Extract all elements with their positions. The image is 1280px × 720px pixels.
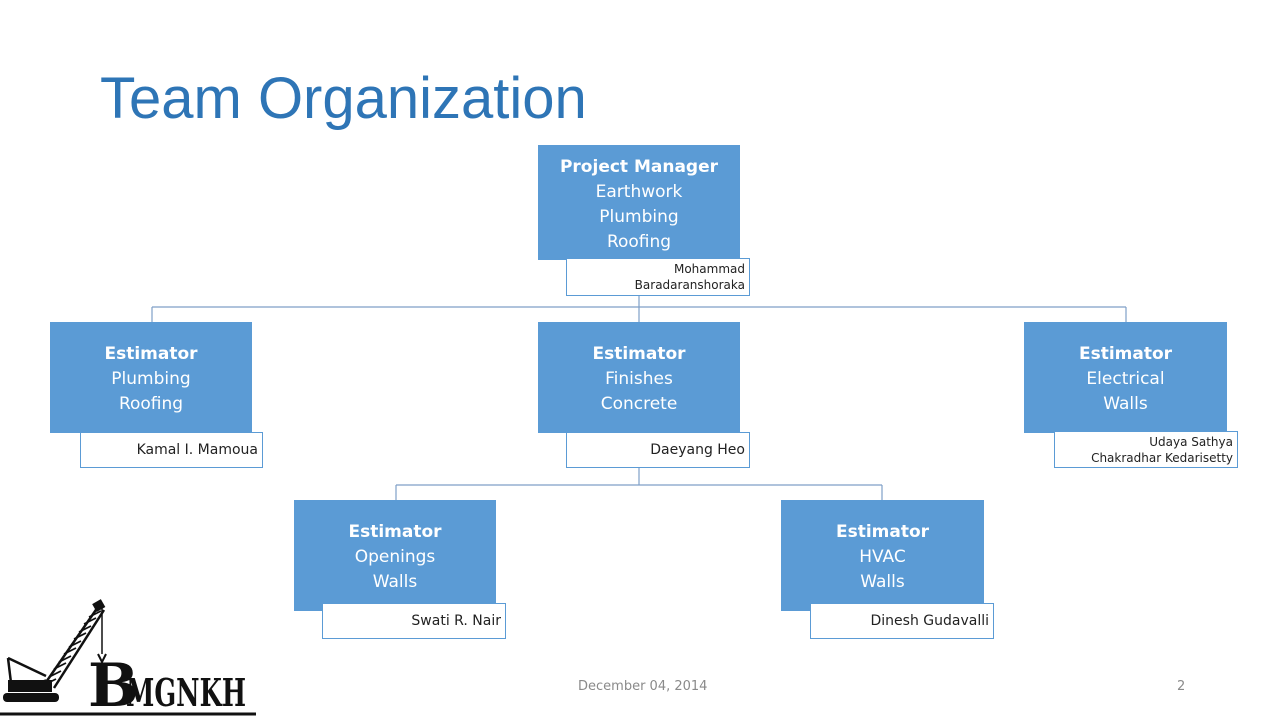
node-role: Estimator [104,344,198,364]
node-task: Plumbing [111,369,191,389]
node-task: Walls [1103,394,1148,414]
org-name-estimator-finishes: Daeyang Heo [566,432,750,468]
node-role: Estimator [835,522,930,542]
org-name-estimator-electrical: Udaya Sathya Chakradhar Kedarisetty [1054,431,1238,468]
node-task: Roofing [118,394,184,414]
node-role: Estimator [348,522,442,542]
node-task: Concrete [600,394,678,414]
node-task: Roofing [606,231,672,252]
person-name-line: Udaya Sathya [1149,434,1233,449]
node-task: Plumbing [599,206,679,227]
org-name-estimator-hvac: Dinesh Gudavalli [810,603,994,639]
node-task: HVAC [859,547,906,567]
org-name-project-manager: Mohammad Baradaranshoraka [566,258,750,296]
org-name-estimator-plumbing: Kamal I. Mamoua [80,432,263,468]
slide-title: Team Organization [100,66,587,131]
person-name-line: Daeyang Heo [650,442,745,458]
person-name-line: Mohammad [673,262,745,276]
org-node-estimator-electrical: Estimator Electrical Walls [1024,322,1227,433]
bmgnkh-crane-logo: B MGNKH [0,599,256,720]
node-task: Openings [354,547,436,567]
person-name-line: Baradaranshoraka [634,278,745,292]
person-name-line: Chakradhar Kedarisetty [1091,450,1233,465]
logo-letter-b: B [88,651,139,720]
node-task: Walls [860,572,905,592]
node-task: Finishes [605,369,673,389]
person-name-line: Swati R. Nair [411,613,501,629]
node-role: Estimator [592,344,686,364]
person-name-line: Dinesh Gudavalli [870,613,990,629]
org-node-estimator-openings: Estimator Openings Walls [294,500,496,611]
org-node-estimator-hvac: Estimator HVAC Walls [781,500,984,611]
org-node-estimator-plumbing: Estimator Plumbing Roofing [50,322,252,433]
org-node-project-manager: Project Manager Earthwork Plumbing Roofi… [538,145,740,260]
org-node-estimator-finishes: Estimator Finishes Concrete [538,322,740,433]
logo-letters: MGNKH [126,670,246,715]
org-name-estimator-openings: Swati R. Nair [322,603,506,639]
node-task: Walls [372,572,418,592]
node-task: Earthwork [595,181,683,202]
node-role: Estimator [1078,344,1173,364]
node-task: Electrical [1086,369,1165,389]
footer-date: December 04, 2014 [578,679,708,694]
node-role: Project Manager [559,156,719,177]
person-name-line: Kamal I. Mamoua [136,442,258,458]
footer-page-number: 2 [1177,679,1186,694]
